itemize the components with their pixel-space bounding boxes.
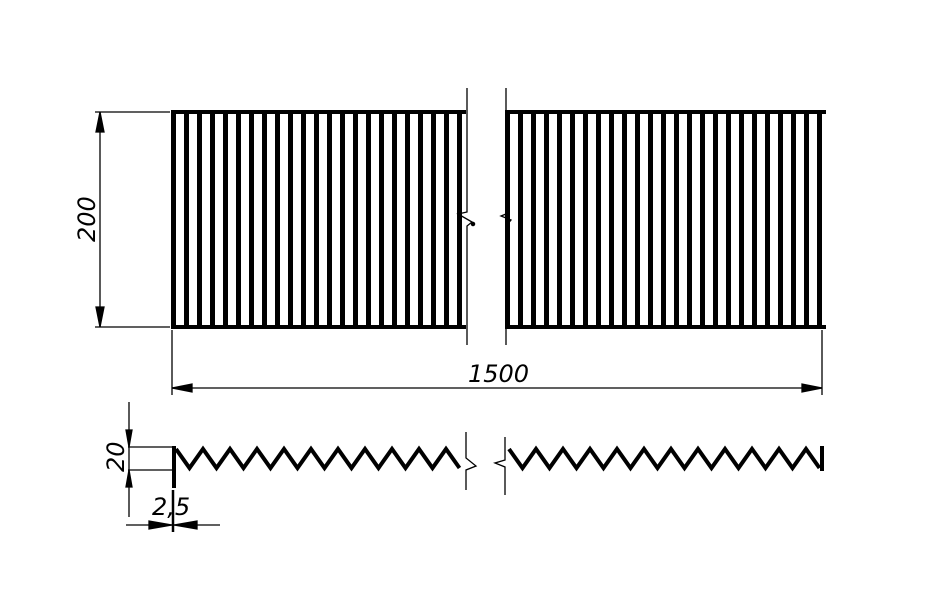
corrugation-rib [236, 110, 241, 329]
corrugation-rib [418, 110, 423, 329]
corrugation-rib [210, 110, 215, 329]
corrugation-rib [765, 110, 770, 329]
dimension-pitch [126, 490, 220, 532]
corrugation-rib [739, 110, 744, 329]
corrugation-rib [661, 110, 666, 329]
corrugation-rib [340, 110, 345, 329]
corrugation-rib [804, 110, 809, 329]
corrugation-rib [687, 110, 692, 329]
length-dimension-label: 1500 [468, 360, 529, 388]
profile-view [172, 445, 824, 488]
corrugation-rib [444, 110, 449, 329]
corrugation-rib [596, 110, 601, 329]
corrugation-rib [353, 110, 358, 329]
corrugation-rib [726, 110, 731, 329]
corrugation-rib [713, 110, 718, 329]
corrugation-rib [674, 110, 679, 329]
corrugation-rib [314, 110, 319, 329]
corrugation-rib [275, 110, 280, 329]
corrugation-rib [752, 110, 757, 329]
corrugation-rib [557, 110, 562, 329]
corrugation-rib [288, 110, 293, 329]
corrugation-rib [583, 110, 588, 329]
profile-height-label: 20 [102, 441, 130, 472]
corrugation-rib [223, 110, 228, 329]
corrugation-rib [700, 110, 705, 329]
plan-view-right-panel [505, 110, 826, 329]
corrugation-rib [327, 110, 332, 329]
break-line-profile [465, 432, 506, 495]
corrugation-rib [544, 110, 549, 329]
corrugation-rib [778, 110, 783, 329]
dimension-height [95, 111, 170, 328]
corrugation-rib [791, 110, 796, 329]
corrugation-rib [392, 110, 397, 329]
corrugation-rib [518, 110, 523, 329]
corrugation-rib [648, 110, 653, 329]
corrugation-rib [249, 110, 254, 329]
corrugation-rib [431, 110, 436, 329]
corrugation-rib [262, 110, 267, 329]
dimension-length [171, 330, 823, 395]
corrugation-rib [405, 110, 410, 329]
corrugation-rib [635, 110, 640, 329]
corrugation-rib [609, 110, 614, 329]
corrugation-rib [171, 110, 176, 329]
corrugation-rib [184, 110, 189, 329]
dimension-profile-height [125, 402, 174, 517]
corrugation-rib [505, 110, 510, 329]
corrugation-rib [531, 110, 536, 329]
corrugation-rib [379, 110, 384, 329]
corrugation-rib [817, 110, 822, 329]
corrugation-rib [457, 110, 462, 329]
pitch-label: 2,5 [152, 493, 190, 521]
corrugation-rib [301, 110, 306, 329]
corrugation-rib [366, 110, 371, 329]
corrugation-rib [622, 110, 627, 329]
plan-view-left-panel [171, 110, 466, 329]
break-line-plan [456, 88, 513, 345]
height-dimension-label: 200 [73, 196, 101, 242]
corrugation-rib [570, 110, 575, 329]
corrugation-rib [197, 110, 202, 329]
